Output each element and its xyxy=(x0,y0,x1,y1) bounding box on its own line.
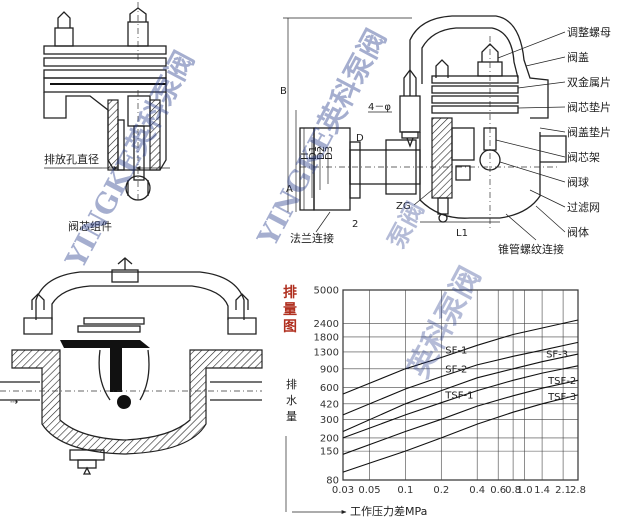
dim-D: D xyxy=(356,133,364,144)
chart-title-char: 图 xyxy=(283,319,297,335)
series-label: SF-1 xyxy=(445,346,467,357)
part-label: 过滤网 xyxy=(567,201,600,214)
x-tick-label: 0.6 xyxy=(490,485,506,496)
chart-title-char: 量 xyxy=(283,302,297,318)
part-labels: 调整螺母 阀盖 双金属片 阀芯垫片 阀盖垫片 阀芯架 阀球 过滤网 阀体 xyxy=(495,25,611,239)
part-label: 阀盖垫片 xyxy=(567,125,611,139)
discharge-chart: 排 量 图 排 水 量 工作压力差MPa 5000 2400 1800 1300 900… xyxy=(283,284,586,518)
part-label: 阀芯垫片 xyxy=(567,100,611,114)
x-tick-label: 1.4 xyxy=(534,485,550,496)
chart-grid xyxy=(342,289,579,481)
x-tick-label: 0.1 xyxy=(397,485,413,496)
dim-H: H xyxy=(300,152,311,160)
series-line-tsf-2 xyxy=(342,379,579,455)
series-line-tsf-3 xyxy=(342,394,579,473)
part-label: 阀盖 xyxy=(567,50,589,64)
chart-ylabel-char: 量 xyxy=(286,410,297,423)
watermark: YINGKE英科泵阀 xyxy=(251,24,393,253)
dim-two: 2 xyxy=(352,219,358,230)
series-label: SF-2 xyxy=(445,365,467,376)
valve-core-assembly-drawing: 排放孔直径 阀芯组件 xyxy=(43,2,170,233)
trap-assembly-drawing: B A H D1 D2 D3 D 4－φ ZG 2 L1 法兰连接 锥管螺纹连接… xyxy=(280,15,611,256)
series-line-sf-1 xyxy=(342,319,579,395)
drain-hole-label: 排放孔直径 xyxy=(44,152,99,166)
y-tick-label: 2400 xyxy=(314,319,339,330)
part-label: 调整螺母 xyxy=(567,25,611,39)
series-label: TSF-1 xyxy=(444,391,473,402)
dim-ZG: ZG xyxy=(396,201,411,212)
taper-thread-connection-label: 锥管螺纹连接 xyxy=(498,242,564,256)
x-tick-label: 1.0 xyxy=(517,485,533,496)
part-label: 阀体 xyxy=(567,225,589,239)
dim-D1: D1 xyxy=(308,146,319,160)
series-label: TSF-3 xyxy=(547,392,576,403)
y-tick-label: 600 xyxy=(320,383,339,394)
y-tick-label: 1800 xyxy=(314,332,339,343)
y-tick-label: 150 xyxy=(320,447,339,458)
series-line-tsf-1 xyxy=(342,365,579,439)
y-tick-label: 900 xyxy=(320,364,339,375)
y-tick-label: 5000 xyxy=(314,286,339,297)
chart-title-char: 排 xyxy=(283,284,297,301)
series-label: TSF-2 xyxy=(547,376,576,387)
x-tick-label: 2.8 xyxy=(570,485,586,496)
part-label: 双金属片 xyxy=(567,75,611,89)
x-tick-label: 0.4 xyxy=(469,485,485,496)
dim-L1: L1 xyxy=(456,228,468,239)
dim-four-phi: 4－φ xyxy=(368,102,391,113)
chart-xlabel: 工作压力差MPa xyxy=(350,504,427,518)
watermark: 泵阀 xyxy=(382,197,430,253)
dim-B: B xyxy=(280,86,287,97)
y-tick-label: 300 xyxy=(320,415,339,426)
series-label: SF-3 xyxy=(546,350,568,361)
chart-ylabel-char: 水 xyxy=(286,394,297,407)
x-tick-label: 0.8 xyxy=(505,485,521,496)
part-label: 阀芯架 xyxy=(567,150,600,164)
flange-connection-label: 法兰连接 xyxy=(290,231,334,245)
dim-D2: D2 xyxy=(316,146,327,160)
y-tick-label: 1300 xyxy=(314,347,339,358)
series-line-sf-3 xyxy=(342,353,579,433)
y-tick-label: 80 xyxy=(326,476,339,487)
svg-text:⇢: ⇢ xyxy=(10,397,18,408)
valve-core-assembly-caption: 阀芯组件 xyxy=(68,219,112,233)
chart-ylabel-char: 排 xyxy=(286,377,297,391)
x-tick-label: 0.2 xyxy=(433,485,449,496)
dim-A: A xyxy=(286,184,293,195)
y-tick-label: 200 xyxy=(320,433,339,444)
y-tick-label: 420 xyxy=(320,399,339,410)
series-line-sf-2 xyxy=(342,341,579,416)
x-tick-label: 0.05 xyxy=(358,485,380,496)
dim-D3: D3 xyxy=(324,146,335,160)
part-label: 阀球 xyxy=(567,175,589,189)
trap-section-drawing: ⇢ xyxy=(0,257,263,475)
chart-y-ticks: 5000 2400 1800 1300 900 600 420 300 200 150 80 xyxy=(314,286,339,487)
x-tick-label: 0.03 xyxy=(332,485,354,496)
x-tick-label: 2.1 xyxy=(555,485,571,496)
